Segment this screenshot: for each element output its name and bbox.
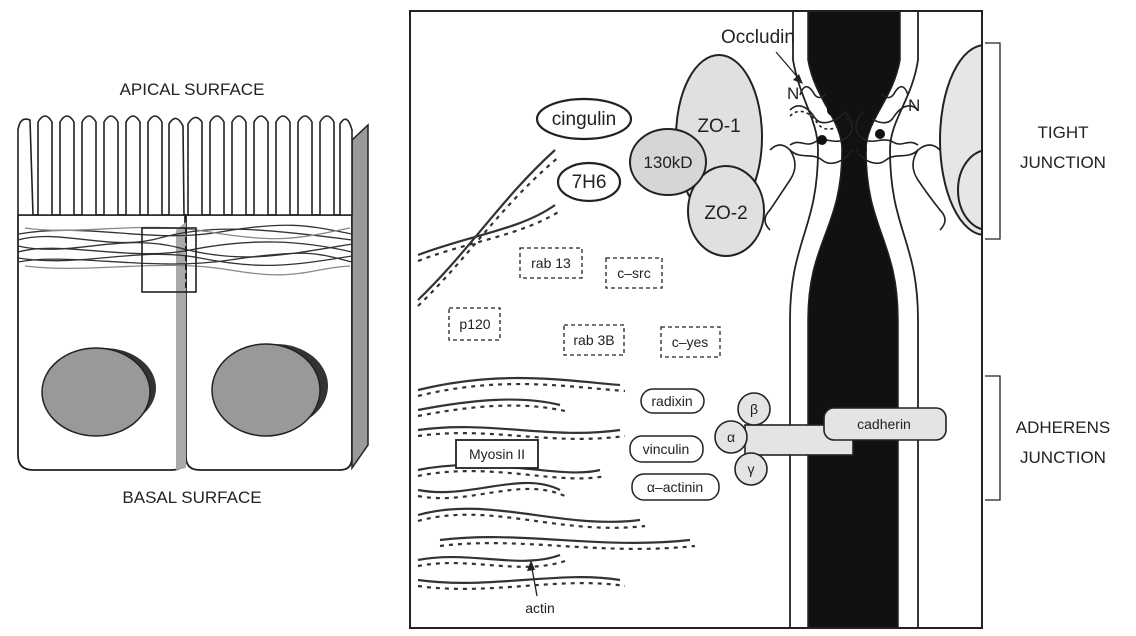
adherens-junction-label-2: JUNCTION: [1020, 448, 1106, 467]
tight-junction-label-1: TIGHT: [1038, 123, 1089, 142]
adherens-junction-label-1: ADHERENS: [1016, 418, 1110, 437]
zo1-label: ZO-1: [697, 116, 740, 137]
p130-label: 130kD: [643, 153, 692, 172]
n-terminus-right: N: [908, 96, 920, 115]
neighbor-protein-upper: [940, 45, 1030, 235]
neighbor-protein-lower: [958, 150, 1018, 230]
radixin-label: radixin: [651, 393, 692, 409]
occludin-label: Occludin: [721, 27, 795, 48]
tight-junction-label-2: JUNCTION: [1020, 153, 1106, 172]
cell-side-shading: [352, 125, 368, 468]
cell-gap-shading: [176, 222, 186, 470]
gamma-label: γ: [748, 461, 755, 477]
myosin-label: Myosin II: [469, 446, 525, 462]
intercellular-space: [808, 11, 900, 628]
alpha-actinin-label: α–actinin: [647, 479, 703, 495]
actin-filaments: [418, 150, 695, 589]
rab13-label: rab 13: [531, 255, 571, 271]
zo2-label: ZO-2: [704, 203, 747, 224]
vinculin-label: vinculin: [643, 441, 690, 457]
zoom-panel: ZO-1 ZO-2 130kD cingulin 7H6 rab 13 c–sr…: [410, 11, 1030, 628]
cingulin-label: cingulin: [552, 109, 616, 130]
cyes-label: c–yes: [672, 334, 709, 350]
n-terminus-left: N: [787, 84, 799, 103]
junction-brackets: [985, 43, 1000, 500]
tight-junction-bracket: [985, 43, 1000, 239]
adherens-junction-bracket: [985, 376, 1000, 500]
cell-overview: APICAL SURFACE: [18, 80, 368, 507]
right-microvilli: [188, 116, 352, 215]
csrc-label: c–src: [617, 265, 650, 281]
right-nucleus: [212, 344, 320, 436]
apical-surface-label: APICAL SURFACE: [120, 80, 265, 99]
left-microvilli: [18, 116, 184, 215]
occludin-arrow: [776, 52, 800, 80]
left-nucleus: [42, 348, 150, 436]
rab3b-label: rab 3B: [573, 332, 614, 348]
cadherin-label: cadherin: [857, 416, 911, 432]
beta-label: β: [750, 401, 758, 417]
7h6-label: 7H6: [572, 172, 607, 193]
p120-label: p120: [459, 316, 490, 332]
actin-label: actin: [525, 600, 555, 616]
basal-surface-label: BASAL SURFACE: [122, 488, 261, 507]
alpha-label: α: [727, 429, 735, 445]
